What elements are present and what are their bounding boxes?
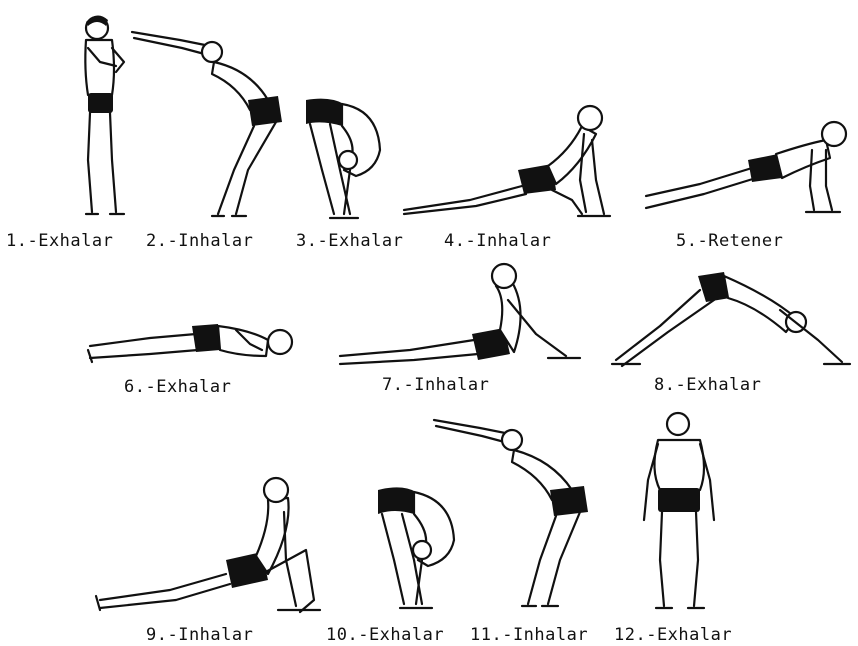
pose-6-figure (88, 324, 292, 362)
pose-10-figure (378, 487, 454, 608)
pose-2-figure (132, 32, 282, 216)
pose-3-label: 3.-Exhalar (296, 231, 403, 251)
pose-7-figure (340, 264, 580, 364)
pose-8-figure (612, 272, 850, 366)
pose-5-figure (646, 122, 846, 212)
pose-7-label: 7.-Inhalar (382, 375, 489, 395)
pose-12-figure (644, 413, 714, 608)
pose-12-label: 12.-Exhalar (614, 625, 732, 645)
pose-9-label: 9.-Inhalar (146, 625, 253, 645)
pose-10-label: 10.-Exhalar (326, 625, 444, 645)
pose-6-label: 6.-Exhalar (124, 377, 231, 397)
pose-4-figure (404, 106, 610, 216)
pose-2-label: 2.-Inhalar (146, 231, 253, 251)
pose-5-label: 5.-Retener (676, 231, 783, 251)
pose-1-figure (85, 15, 124, 214)
pose-4-label: 4.-Inhalar (444, 231, 551, 251)
pose-9-figure (96, 478, 320, 612)
pose-11-label: 11.-Inhalar (470, 625, 588, 645)
pose-11-figure (434, 420, 588, 606)
pose-3-figure (306, 99, 380, 218)
pose-8-label: 8.-Exhalar (654, 375, 761, 395)
pose-1-label: 1.-Exhalar (6, 231, 113, 251)
